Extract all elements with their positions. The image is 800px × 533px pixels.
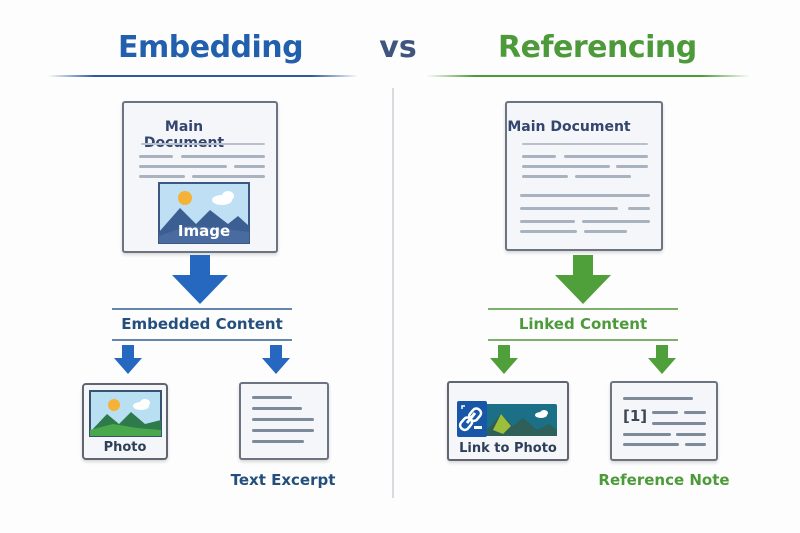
- main-document-title: Main Document: [507, 119, 631, 135]
- photo-icon: [89, 390, 162, 437]
- arrow-down-icon: [490, 345, 518, 374]
- referencing-title: Referencing: [498, 30, 697, 65]
- referencing-title-rule: [426, 75, 750, 77]
- embedded-content-label: Embedded Content: [121, 315, 283, 333]
- arrow-down-icon: [555, 255, 611, 304]
- arrow-down-icon: [114, 345, 142, 374]
- text-excerpt-document: [239, 382, 329, 460]
- linked-content-label: Linked Content: [518, 315, 648, 333]
- photo-thumbnail-icon: [483, 404, 557, 436]
- reference-note-label: Reference Note: [598, 471, 730, 489]
- image-label: Image: [177, 222, 231, 240]
- main-document-title: Main Document: [143, 119, 225, 151]
- citation-marker: [1]: [623, 407, 648, 425]
- linked-content-rule-bottom: [488, 339, 678, 341]
- linked-content-rule-top: [488, 308, 678, 310]
- embedded-content-rule-top: [112, 308, 292, 310]
- arrow-down-icon: [172, 255, 228, 304]
- vs-label: vs: [379, 30, 417, 65]
- embedding-main-document: Main Document Image: [122, 101, 278, 253]
- embedding-title: Embedding: [118, 30, 304, 65]
- photo-card: Photo: [82, 383, 168, 460]
- arrow-down-icon: [262, 345, 290, 374]
- embedded-image-icon: [158, 182, 250, 244]
- link-to-photo-card: Link to Photo: [447, 381, 569, 461]
- center-divider: [392, 88, 394, 498]
- link-to-photo-label: Link to Photo: [459, 441, 557, 456]
- reference-note-document: [1]: [610, 381, 718, 461]
- text-excerpt-label: Text Excerpt: [230, 471, 336, 489]
- embedding-title-rule: [48, 75, 358, 77]
- arrow-down-icon: [648, 345, 676, 374]
- photo-label: Photo: [103, 440, 147, 455]
- referencing-main-document: Main Document: [505, 101, 663, 251]
- embedded-content-rule-bottom: [112, 339, 292, 341]
- link-icon: [457, 401, 487, 437]
